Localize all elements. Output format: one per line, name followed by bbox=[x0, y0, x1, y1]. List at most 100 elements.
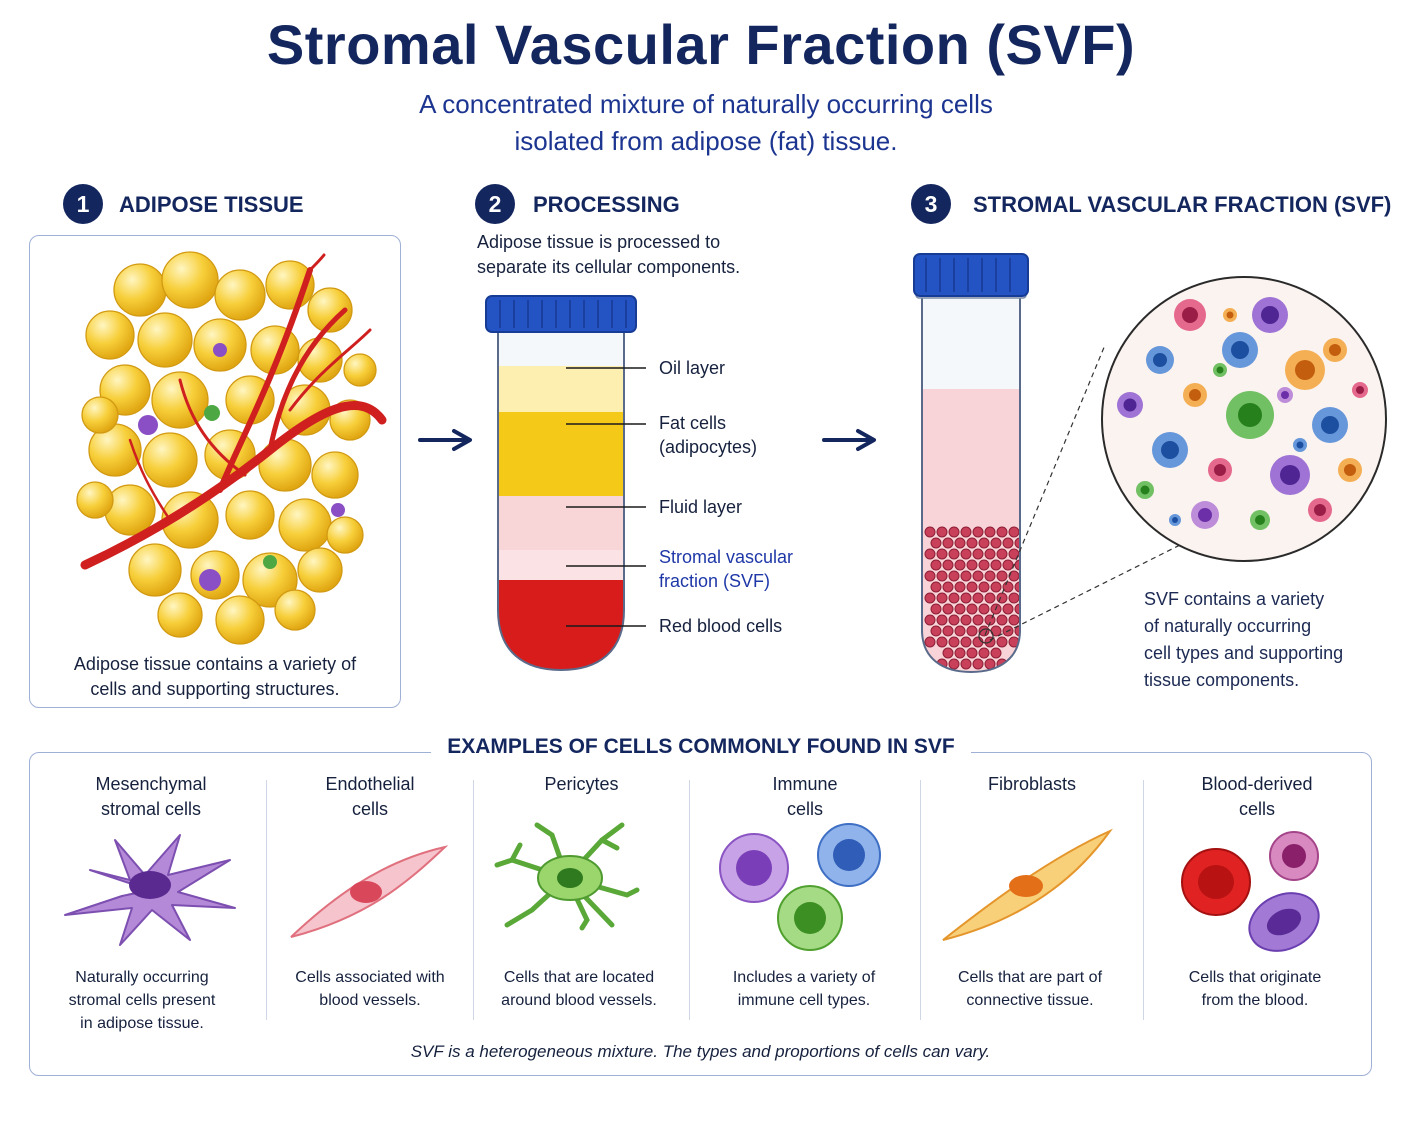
pellet-cell bbox=[936, 592, 948, 604]
pellet-cell bbox=[984, 570, 996, 582]
fat-cell bbox=[161, 251, 219, 309]
pellet-cell bbox=[972, 570, 984, 582]
mesenchymal-cell-icon bbox=[64, 834, 236, 946]
step-3-title: STROMAL VASCULAR FRACTION (SVF) bbox=[973, 192, 1392, 217]
pellet-cell bbox=[996, 526, 1008, 538]
svf-cell-nucleus bbox=[1198, 508, 1212, 522]
pellet-cell bbox=[984, 658, 996, 670]
pellet-cell bbox=[948, 548, 960, 560]
pellet-cell bbox=[966, 559, 978, 571]
processing-caption: Adipose tissue is processed to separate … bbox=[477, 230, 797, 280]
cell-name: Fibroblasts bbox=[921, 772, 1143, 826]
pellet-cell bbox=[996, 548, 1008, 560]
pellet-cell bbox=[948, 592, 960, 604]
fat-cells-band bbox=[498, 412, 624, 496]
pellet-cell bbox=[942, 537, 954, 549]
cell-example-blood-derived: Blood-derived cells bbox=[1144, 772, 1370, 1022]
red-blood-cells-label: Red blood cells bbox=[659, 614, 782, 638]
cell-example-pericytes: Pericytes bbox=[474, 772, 689, 1022]
name-line-2: cells bbox=[786, 799, 823, 819]
pellet-cell bbox=[972, 614, 984, 626]
desc-line-2: blood vessels. bbox=[319, 992, 421, 1009]
pellet-cell bbox=[960, 548, 972, 560]
svf-cell-nucleus bbox=[1280, 465, 1300, 485]
pellet-cell bbox=[930, 581, 942, 593]
pellet-cell bbox=[930, 537, 942, 549]
svf-cell-nucleus bbox=[1161, 441, 1179, 459]
pellet-cell bbox=[1014, 581, 1020, 593]
pellet-cell bbox=[966, 625, 978, 637]
pellet-cell bbox=[978, 603, 990, 615]
pellet-cell bbox=[1014, 559, 1020, 571]
label-line-1: Oil layer bbox=[659, 358, 726, 378]
pellet-cell bbox=[978, 581, 990, 593]
pellet-cell bbox=[1014, 603, 1020, 615]
subtitle-line-1: A concentrated mixture of naturally occu… bbox=[419, 89, 993, 119]
fat-cell bbox=[85, 310, 135, 360]
svf-cell-nucleus bbox=[1238, 403, 1262, 427]
name-line-1: Endothelial bbox=[325, 774, 415, 794]
pellet-cell bbox=[942, 647, 954, 659]
cell-description: Cells that are part of connective tissue… bbox=[921, 966, 1139, 1012]
pellet-cell bbox=[990, 581, 1002, 593]
pellet-cell bbox=[966, 581, 978, 593]
divider bbox=[473, 780, 474, 1020]
subtitle-line-2: isolated from adipose (fat) tissue. bbox=[514, 126, 898, 156]
adipose-tissue-panel bbox=[29, 235, 401, 708]
svf-cell-nucleus bbox=[1255, 515, 1265, 525]
oil-layer-label: Oil layer bbox=[659, 356, 725, 380]
pellet-cell bbox=[924, 570, 936, 582]
desc-line-3: in adipose tissue. bbox=[80, 1015, 204, 1032]
tube-layers bbox=[498, 330, 624, 670]
blood-vessel bbox=[80, 253, 387, 570]
pellet-cell bbox=[930, 625, 942, 637]
svf-cell-nucleus bbox=[1295, 360, 1315, 380]
step-1-number: 1 bbox=[63, 184, 103, 224]
footer-note: SVF is a heterogeneous mixture. The type… bbox=[410, 1042, 991, 1061]
endothelial-cell-icon bbox=[290, 845, 449, 938]
pellet-cell bbox=[960, 526, 972, 538]
svf-pellet bbox=[924, 526, 1020, 670]
caption-line-2: cells and supporting structures. bbox=[90, 679, 340, 699]
pellet-cell bbox=[936, 526, 948, 538]
examples-heading: EXAMPLES OF CELLS COMMONLY FOUND IN SVF bbox=[431, 733, 971, 761]
fat-cell bbox=[307, 287, 353, 333]
label-line-1: Fat cells bbox=[659, 413, 727, 433]
label-line-2: (adipocytes) bbox=[659, 437, 758, 457]
svf-cell-nucleus bbox=[1216, 366, 1224, 374]
pellet-cell bbox=[930, 603, 942, 615]
pellet-cell bbox=[954, 581, 966, 593]
svf-magnified-view bbox=[1101, 276, 1387, 562]
processing-tube bbox=[485, 295, 646, 672]
svf-cell-nucleus bbox=[1182, 307, 1198, 323]
svf-cell-nucleus bbox=[1231, 341, 1249, 359]
svf-cell-nucleus bbox=[1356, 386, 1364, 394]
pellet-cell bbox=[1002, 559, 1014, 571]
fat-cell bbox=[157, 592, 203, 638]
fat-cell bbox=[274, 589, 316, 631]
svf-cell-nucleus bbox=[1123, 398, 1137, 412]
pellet-cell bbox=[948, 636, 960, 648]
pellet-cell bbox=[984, 526, 996, 538]
fat-cells-label: Fat cells (adipocytes) bbox=[659, 411, 757, 459]
pellet-cell bbox=[990, 647, 1002, 659]
pellet-cell bbox=[954, 537, 966, 549]
pellet-cell bbox=[990, 537, 1002, 549]
svf-cell-nucleus bbox=[1314, 504, 1326, 516]
pellet-cell bbox=[936, 570, 948, 582]
pellet-cell bbox=[1014, 625, 1020, 637]
page-subtitle: A concentrated mixture of naturally occu… bbox=[0, 86, 1402, 160]
fat-cell bbox=[113, 263, 167, 317]
adipose-tissue-caption: Adipose tissue contains a variety of cel… bbox=[29, 652, 401, 702]
desc-line-1: Cells associated with bbox=[295, 969, 445, 986]
cell-name: Blood-derived cells bbox=[1144, 772, 1370, 826]
page-title: Stromal Vascular Fraction (SVF) bbox=[266, 13, 1136, 76]
fat-cell bbox=[76, 481, 114, 519]
divider bbox=[689, 780, 690, 1020]
name-line-2: cells bbox=[1238, 799, 1275, 819]
pellet-cell bbox=[924, 614, 936, 626]
pellet-cell bbox=[1002, 537, 1014, 549]
pellet-cell bbox=[984, 548, 996, 560]
svf-band bbox=[498, 550, 624, 580]
fat-cell-cluster bbox=[76, 251, 377, 645]
